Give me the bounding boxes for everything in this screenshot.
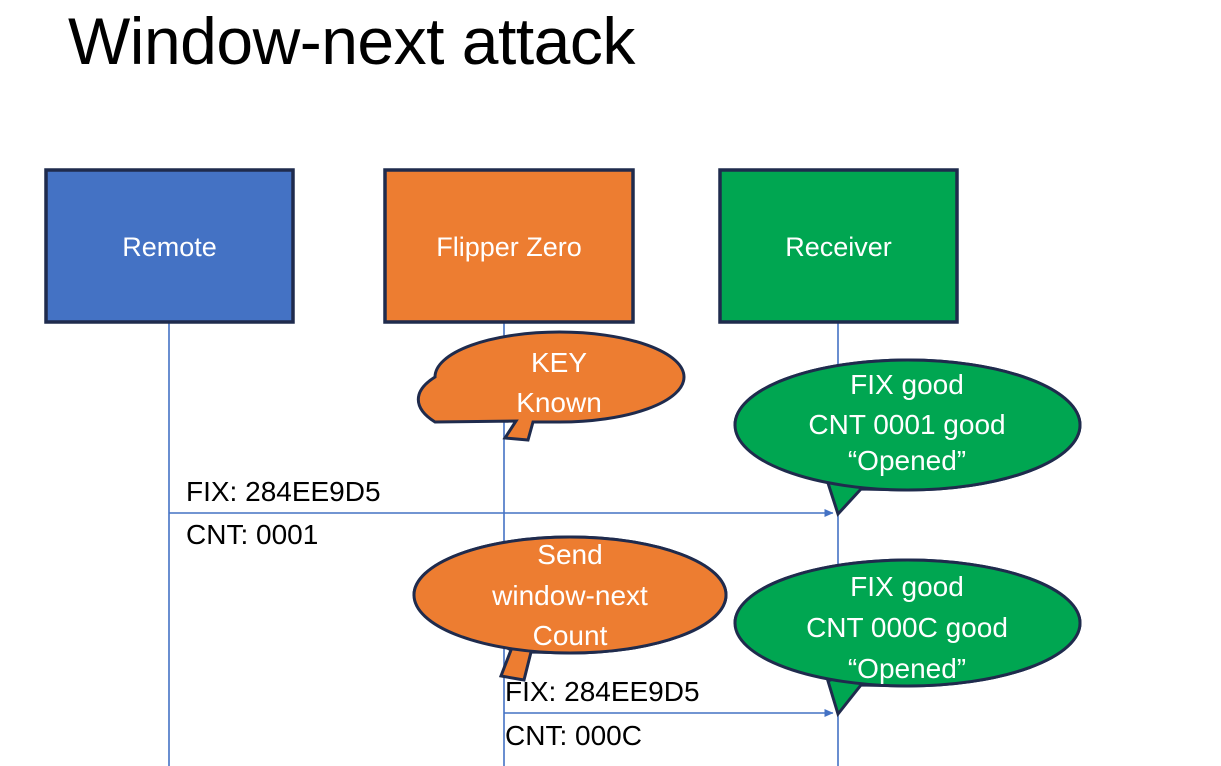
callout-send-window-next-line-3: Count <box>533 620 608 651</box>
callout-send-window-next-line-2: window-next <box>491 580 648 611</box>
callout-key-known[interactable]: KEY Known <box>416 330 686 442</box>
message-2-label-fix: FIX: 284EE9D5 <box>505 676 700 707</box>
callout-receiver-ack-1-line-1: FIX good <box>850 369 964 400</box>
node-flipper[interactable]: Flipper Zero <box>383 168 635 324</box>
node-remote-label: Remote <box>122 232 217 262</box>
message-1-label-cnt: CNT: 0001 <box>186 519 318 550</box>
callout-receiver-ack-1-line-3: “Opened” <box>848 445 966 476</box>
node-remote-box[interactable] <box>44 168 295 324</box>
node-flipper-box[interactable] <box>383 168 635 324</box>
callout-send-window-next-line-1: Send <box>537 539 602 570</box>
callout-send-window-next-ellipse[interactable] <box>412 535 728 655</box>
node-remote[interactable]: Remote <box>44 168 295 324</box>
callout-key-known-line-1: KEY <box>531 347 587 378</box>
callout-receiver-ack-1-ellipse[interactable] <box>733 358 1082 492</box>
callout-key-known-line-2: Known <box>516 387 602 418</box>
callout-send-window-next[interactable]: Send window-next Count <box>412 535 728 682</box>
callout-receiver-ack-2-line-3: “Opened” <box>848 653 966 684</box>
node-receiver-label: Receiver <box>785 232 892 262</box>
callout-receiver-ack-1-line-2: CNT 0001 good <box>808 409 1005 440</box>
callout-receiver-ack-2-ellipse[interactable] <box>733 558 1082 688</box>
callout-receiver-ack-2[interactable]: FIX good CNT 000C good “Opened” <box>733 558 1082 718</box>
message-1: FIX: 284EE9D5 CNT: 0001 <box>169 476 834 550</box>
node-flipper-label: Flipper Zero <box>436 232 582 262</box>
callout-receiver-ack-2-line-2: CNT 000C good <box>806 612 1008 643</box>
node-receiver-box[interactable] <box>718 168 959 324</box>
callout-receiver-ack-2-line-1: FIX good <box>850 571 964 602</box>
message-1-label-fix: FIX: 284EE9D5 <box>186 476 381 507</box>
node-receiver[interactable]: Receiver <box>718 168 959 324</box>
callout-key-known-shape[interactable] <box>416 330 686 442</box>
message-2-label-cnt: CNT: 000C <box>505 720 642 751</box>
page-title: Window-next attack <box>68 4 635 78</box>
callout-receiver-ack-1[interactable]: FIX good CNT 0001 good “Opened” <box>733 358 1082 517</box>
message-2: FIX: 284EE9D5 CNT: 000C <box>504 676 834 751</box>
